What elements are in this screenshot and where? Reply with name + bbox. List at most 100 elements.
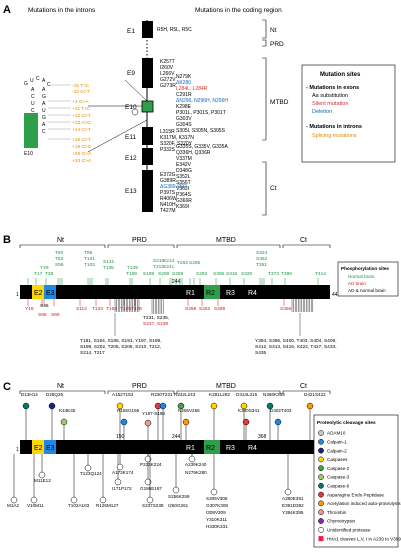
cleavage-site: A152T153 xyxy=(112,392,134,397)
site: Y29 xyxy=(40,265,49,271)
legend-label: Thrombin xyxy=(327,510,347,515)
mutation: V363I xyxy=(176,186,189,192)
mutation: P301L, P301S, P301T xyxy=(176,110,226,116)
legend-label: Acetylation induced auto-proteolysis xyxy=(327,501,401,506)
e9-right-list: N279K ΔK280 L284L, L284R xyxy=(176,74,208,92)
nt: C xyxy=(47,82,51,88)
region-e3 xyxy=(44,285,56,299)
stem-loop: G U C A C A C U C A G A U G A C E10 xyxy=(24,76,51,157)
nt: U xyxy=(30,78,34,84)
exon-e13 xyxy=(142,170,153,212)
legend-a-silent: Silent mutation xyxy=(312,101,348,107)
coding-header: Mutations in the coding region xyxy=(195,7,282,14)
cleavage-site: P223K224 xyxy=(140,462,162,467)
num-441: 441 xyxy=(332,292,341,298)
legend-swatch xyxy=(318,430,324,436)
cleavage-marker xyxy=(60,418,68,426)
e1-mutations: R5H, R5L, R5C xyxy=(157,27,192,33)
site: S316 xyxy=(226,271,238,277)
bar-base xyxy=(20,440,330,454)
nt: A xyxy=(42,122,46,128)
cleavage-site: I260G261 xyxy=(168,503,189,508)
nt: G xyxy=(42,115,46,121)
cleavage-marker xyxy=(48,402,56,410)
stem-exon-label: E10 xyxy=(24,151,33,157)
domain-prd-c: PRD xyxy=(132,383,147,390)
mutation: L266V xyxy=(160,71,175,77)
domain-nt-c: Nt xyxy=(57,383,64,390)
list-mid-1: T231, S235, xyxy=(143,315,169,321)
cleavage-site: D402T403 xyxy=(270,408,292,413)
intron-mutation: +11 T>C xyxy=(72,106,91,112)
cleavage-marker xyxy=(116,402,124,410)
e13-right-list: P364S G366R K369I xyxy=(176,192,192,210)
mutation: P364S xyxy=(176,192,192,198)
site: T373 xyxy=(268,271,279,277)
legend-swatch xyxy=(318,482,324,489)
mutation: ΔK280 xyxy=(176,80,191,86)
site: S214 xyxy=(163,258,175,264)
mutation: ΔG389-I392 xyxy=(160,184,187,190)
mutation: S320F, S320Y xyxy=(160,141,193,147)
region-label: R3 xyxy=(226,445,235,452)
legend-b: Phosphorylation sites Normal brain AD br… xyxy=(337,261,399,297)
phospho-normal: T50 T52 S56 Y29 T17 T39 T95 T101 T102 S1… xyxy=(34,250,326,277)
phospho-ticks xyxy=(27,278,319,314)
site: T153 xyxy=(106,306,117,312)
legend-swatch xyxy=(318,509,324,516)
intron-mutation: +12 C>T xyxy=(72,113,91,119)
mutation: S356T xyxy=(176,180,191,186)
exon-e11 xyxy=(142,127,153,145)
legend-label: Chymotrypsin xyxy=(327,519,356,524)
nt: A xyxy=(31,87,35,93)
cleavage-site: E391D392 xyxy=(282,503,304,508)
site: T102 xyxy=(84,262,95,268)
cleavage-marker xyxy=(144,455,152,463)
legend-b-box xyxy=(337,261,399,297)
region-r2 xyxy=(204,440,220,454)
domain-brackets-c xyxy=(19,390,331,394)
site: T212 xyxy=(153,264,164,270)
svg-text:Y394, S396, S400, T403, S404,: Y394, S396, S400, T403, S404, S409, xyxy=(255,338,337,344)
mutation: K317M, K317N xyxy=(160,135,194,141)
nt: G xyxy=(24,81,28,87)
region-label: E3 xyxy=(46,290,55,297)
legend-a-box xyxy=(301,64,396,163)
mutation: G273R xyxy=(160,83,176,89)
mutation: ΔN296, N296H, N296H xyxy=(176,98,228,104)
exon-e1 xyxy=(142,21,153,38)
legend-label: Caspase-3 xyxy=(327,475,350,480)
cleavage-site: I171P172 xyxy=(112,486,132,491)
exon-e10-label: E10 xyxy=(125,104,137,111)
phospho-ad: Y18 S46 S68 S69 S113 T123 T153 T175 T176… xyxy=(25,303,292,318)
mutation: P397S xyxy=(160,190,176,196)
panel-b-letter: B xyxy=(3,234,11,246)
domain-ct-a: Ct xyxy=(270,185,277,192)
mutation: P332S xyxy=(160,147,176,153)
mutation: Q336H, Q336R xyxy=(176,150,211,156)
nt: A xyxy=(42,101,46,107)
domain-mtbd-a: MTBD xyxy=(270,99,289,106)
exon-e11-label: E11 xyxy=(125,134,136,141)
site: T176 xyxy=(131,306,142,312)
cleavage-bottom-labels: M11E12 M1A2 V10M11 T102A103 R126M127 T12… xyxy=(7,462,304,529)
stem-exon-box xyxy=(24,113,38,148)
mutation: G272V xyxy=(160,77,176,83)
site: S113 xyxy=(76,306,87,312)
region-label: R2 xyxy=(206,290,215,297)
protein-bar-c: E2 E3 R1 R2 R3 R4 1 150 244 368 441 xyxy=(16,434,341,454)
cleavage-marker xyxy=(99,496,107,504)
legend-swatch xyxy=(318,447,324,454)
site: S289 xyxy=(214,306,226,312)
cleavage-site: D421S422 xyxy=(304,392,326,397)
legend-a-aa: Aa substitution xyxy=(312,93,348,99)
site: S285 xyxy=(189,260,201,266)
cleavage-site: T123Q124 xyxy=(80,471,102,476)
legend-a-b1: - Mutations in exons xyxy=(306,85,359,91)
cleavage-marker xyxy=(159,402,167,410)
legend-swatch xyxy=(318,491,324,498)
mutation: R406W xyxy=(160,196,177,202)
bar-base xyxy=(20,285,330,299)
mutation: G389R xyxy=(160,178,176,184)
cleavage-marker xyxy=(240,402,248,410)
